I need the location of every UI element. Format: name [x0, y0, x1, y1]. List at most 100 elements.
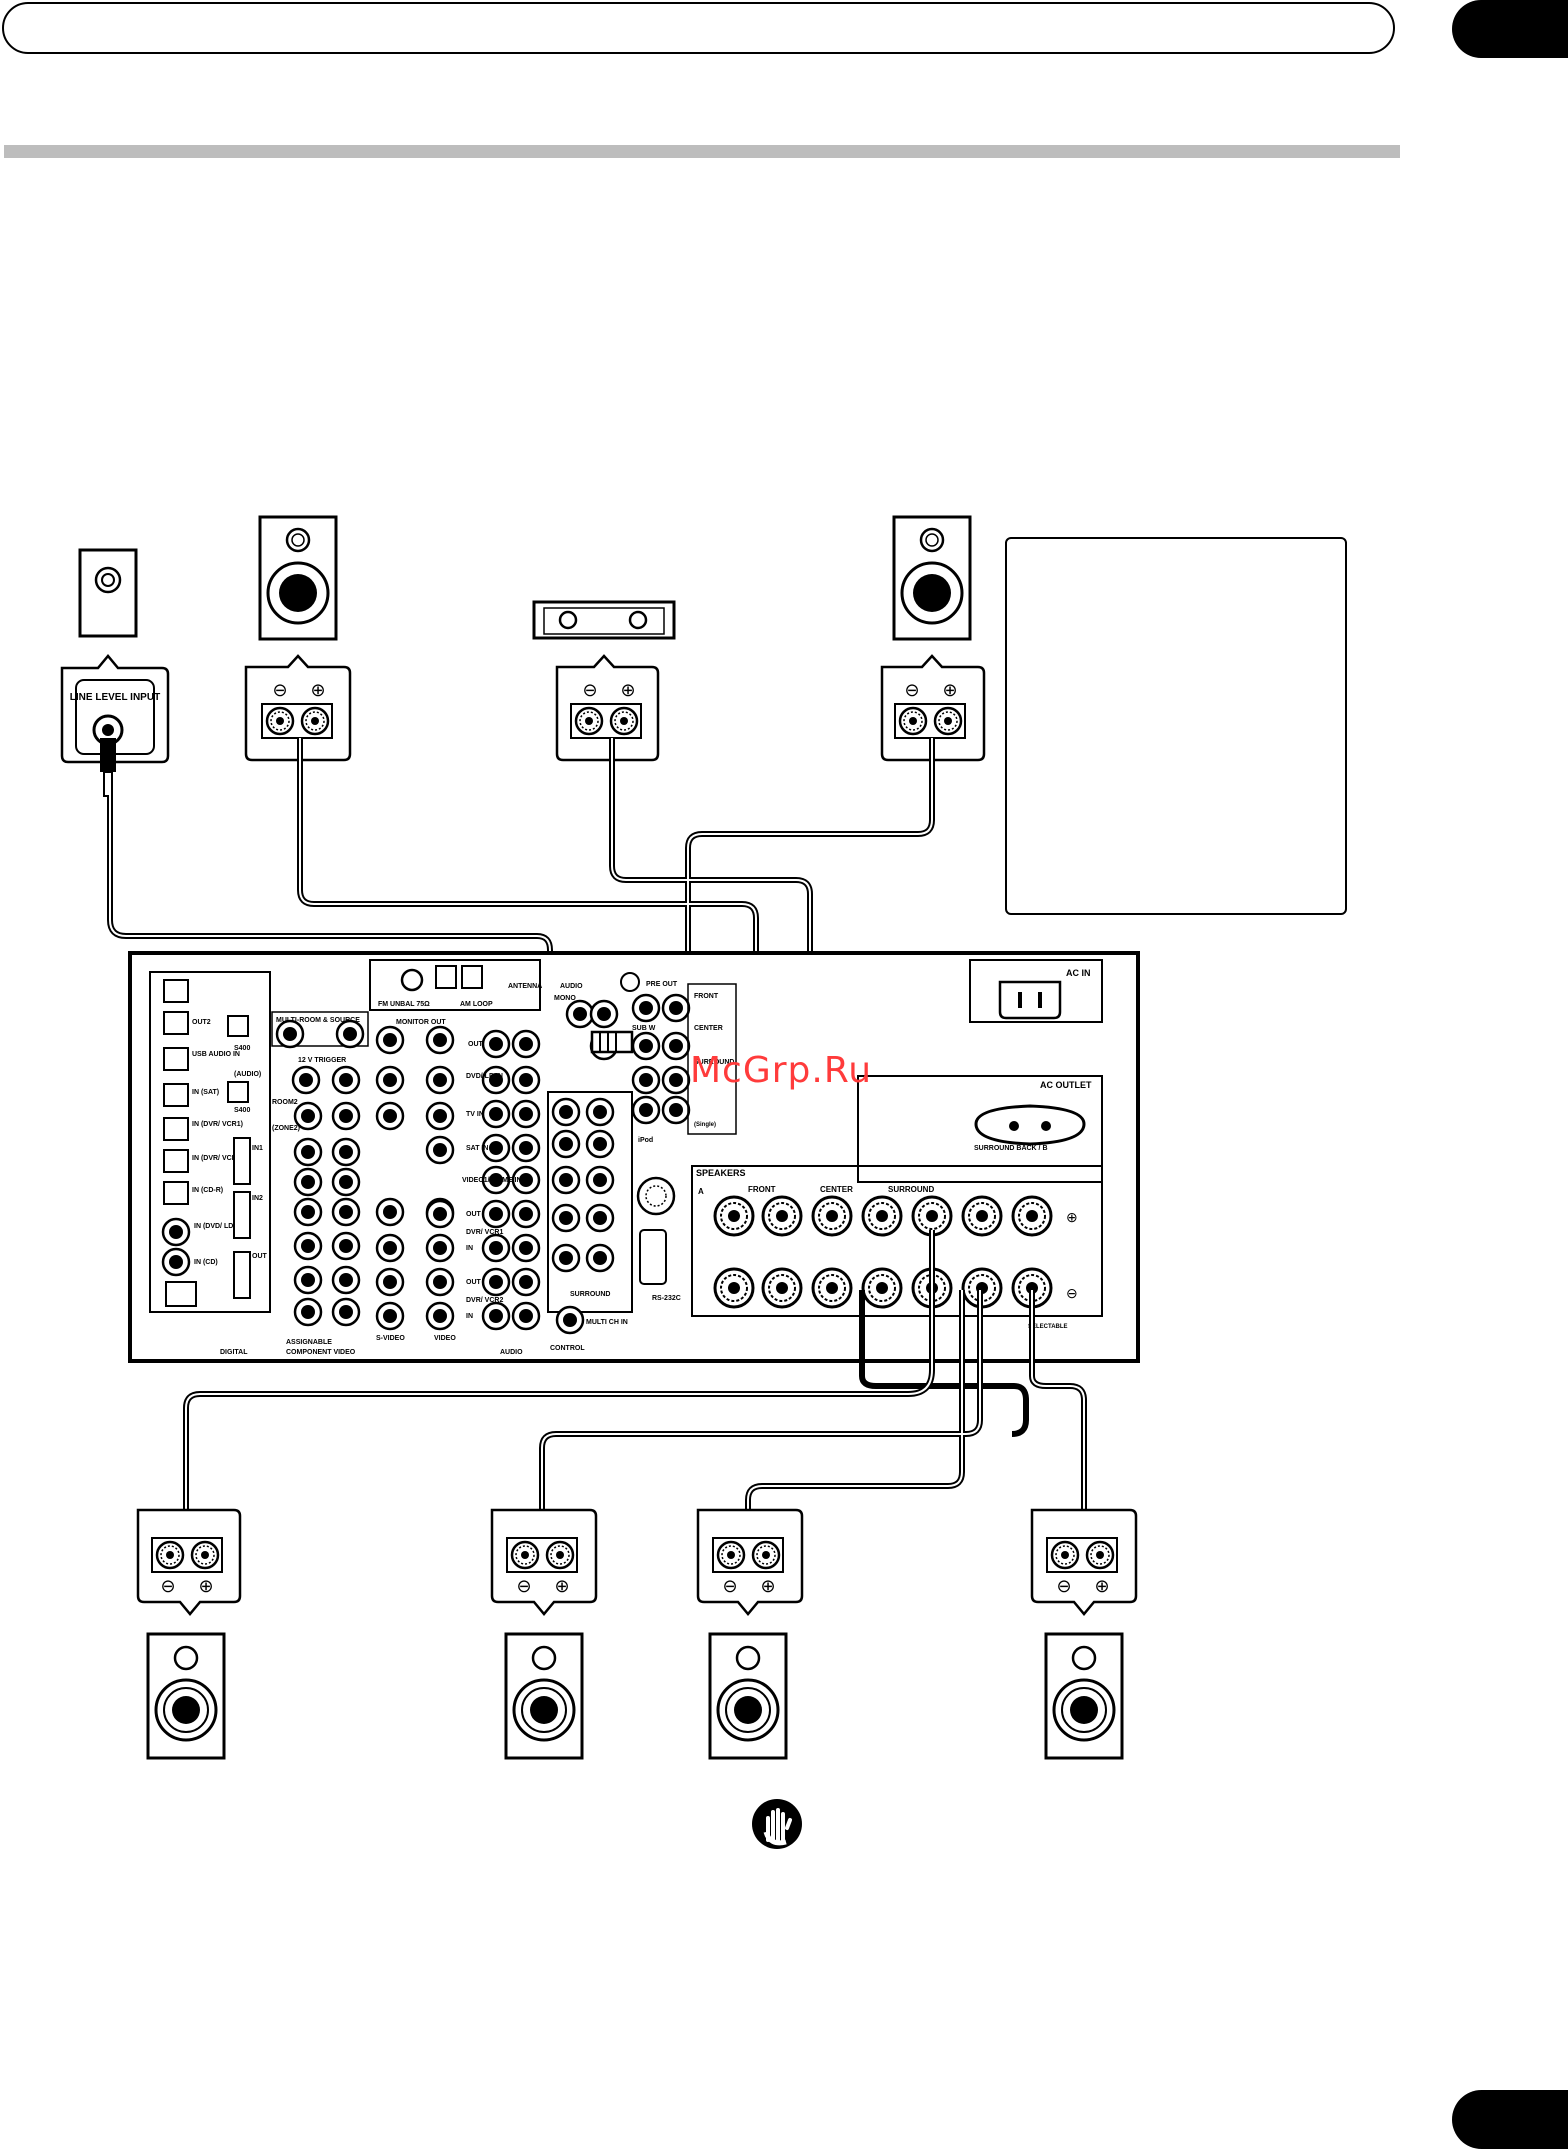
dvr-vcr1-label: DVR/ VCR1: [466, 1229, 503, 1236]
line-level-input-label: LINE LEVEL INPUT: [70, 692, 160, 703]
digital-label: DIGITAL: [220, 1349, 248, 1356]
out-label: OUT: [466, 1211, 482, 1218]
surround-small-label: SURROUND: [694, 1059, 734, 1066]
dvr-vcr2-label: DVR/ VCR2: [466, 1297, 503, 1304]
s400-label: S400: [234, 1107, 250, 1114]
section-rule: [4, 145, 1400, 158]
video-label: VIDEO: [434, 1335, 456, 1342]
pre-out-label: PRE OUT: [646, 981, 678, 988]
plus-sign: ⊕: [554, 1576, 569, 1596]
usb-audio-in-label: USB AUDIO IN: [192, 1051, 240, 1058]
ac-in-label: AC IN: [1066, 968, 1091, 978]
subwoofer: [78, 548, 138, 638]
selectable-label: SELECTABLE: [1028, 1324, 1068, 1330]
out-label: OUT: [466, 1279, 482, 1286]
room2-label: ROOM2: [272, 1099, 298, 1106]
zone2-label: (ZONE2): [272, 1125, 300, 1132]
surround-small-label: SURROUND: [570, 1291, 610, 1298]
sat-in-label: SAT IN: [466, 1145, 488, 1152]
ipod-label: iPod: [638, 1137, 653, 1144]
caution-hand-icon: [752, 1799, 802, 1849]
minus-sign: ⊖: [904, 680, 919, 700]
control-label: CONTROL: [550, 1345, 585, 1352]
antenna-label: ANTENNA: [508, 983, 542, 990]
plus-sign: ⊕: [942, 680, 957, 700]
minus-sign: ⊖: [516, 1576, 531, 1596]
page-number-tab: [1452, 2090, 1568, 2149]
single-label: (Single): [694, 1122, 716, 1128]
center-speaker: [532, 600, 676, 640]
chapter-tab: [1452, 0, 1568, 58]
minus-sign: ⊖: [160, 1576, 175, 1596]
sub-w-label: SUB W: [632, 1025, 656, 1032]
in-dvr-vcr1-label: IN (DVR/ VCR1): [192, 1121, 243, 1128]
rs232c-label: RS-232C: [652, 1295, 681, 1302]
hdmi-out-label: OUT: [252, 1253, 268, 1260]
note-box: [1005, 537, 1347, 915]
center-small-label: CENTER: [694, 1025, 723, 1032]
surround-back-label: SURROUND BACK / B: [974, 1145, 1048, 1152]
audio-paren-label: (AUDIO): [234, 1071, 261, 1078]
header-bar: [2, 2, 1395, 54]
front-right-speaker: [258, 515, 338, 641]
minus-sign: ⊖: [722, 1576, 737, 1596]
subwoofer-plug: [590, 1030, 634, 1054]
speakers-label: SPEAKERS: [696, 1168, 746, 1178]
multi-room-source-label: MULTI-ROOM & SOURCE: [276, 1017, 360, 1024]
in-cd-label: IN (CD): [194, 1259, 218, 1266]
in-label: IN: [466, 1313, 473, 1320]
monitor-out-label: MONITOR OUT: [396, 1019, 446, 1026]
in-sat-label: IN (SAT): [192, 1089, 219, 1096]
tv-in-label: TV IN: [466, 1111, 484, 1118]
surround-right-speaker-group: ⊖ ⊕: [136, 1508, 242, 1760]
surround-left-speaker-group: ⊖ ⊕: [490, 1508, 598, 1760]
audio-label: AUDIO: [560, 983, 583, 990]
s-video-label: S-VIDEO: [376, 1335, 405, 1342]
front-right-terminal-callout: ⊖ ⊕: [244, 654, 352, 762]
front-small-label: FRONT: [694, 993, 719, 1000]
plus-sign: ⊕: [1094, 1576, 1109, 1596]
surround-label: SURROUND: [888, 1185, 934, 1194]
center-terminal-callout: ⊖ ⊕: [555, 654, 660, 762]
plus-sign: ⊕: [620, 680, 635, 700]
front-left-terminal-callout: ⊖ ⊕: [880, 654, 986, 762]
front-left-speaker: [892, 515, 972, 641]
in-cd-r-label: IN (CD-R): [192, 1187, 223, 1194]
multi-ch-in-label: MULTI CH IN: [586, 1319, 628, 1326]
am-loop-label: AM LOOP: [460, 1001, 493, 1008]
twelve-v-trigger-label: 12 V TRIGGER: [298, 1057, 346, 1064]
minus-sign: ⊖: [582, 680, 597, 700]
hdmi-ports: IN1 IN2 OUT: [233, 1137, 268, 1299]
minus-sign: ⊖: [1056, 1576, 1071, 1596]
minus-sign: ⊖: [1066, 1285, 1078, 1301]
plus-sign: ⊕: [310, 680, 325, 700]
ac-outlet-label: AC OUTLET: [1040, 1080, 1092, 1090]
mono-label: MONO: [554, 995, 576, 1002]
hdmi-in1-label: IN1: [252, 1145, 263, 1152]
digital-inputs: OUT2 USB AUDIO IN IN (SAT) IN (DVR/ VCR1…: [161, 979, 243, 1307]
audio-label: AUDIO: [500, 1349, 523, 1356]
center-label: CENTER: [820, 1185, 853, 1194]
out-label: OUT: [468, 1041, 484, 1048]
in-dvr-vcr2-label: IN (DVR/ VCR2): [192, 1155, 243, 1162]
front-label: FRONT: [748, 1185, 776, 1194]
speaker-cables-bottom-inner: [185, 1230, 1085, 1540]
minus-sign: ⊖: [272, 680, 287, 700]
line-level-input-callout: LINE LEVEL INPUT: [60, 654, 170, 797]
plus-sign: ⊕: [1066, 1209, 1078, 1225]
firewire-s400: S400 (AUDIO) S400: [227, 1015, 261, 1114]
plus-sign: ⊕: [198, 1576, 213, 1596]
receiver-rear-panel: OUT2 USB AUDIO IN IN (SAT) IN (DVR/ VCR1…: [128, 951, 1140, 1363]
assignable-label: ASSIGNABLE: [286, 1339, 332, 1346]
dvd-ld-in-label: DVD/ LD IN: [466, 1073, 503, 1080]
video1-game-in-label: VIDEO1/ GAME IN: [462, 1177, 522, 1184]
component-video-label: COMPONENT VIDEO: [286, 1349, 356, 1356]
watermark: McGrp.Ru: [690, 1050, 873, 1091]
s400-label: S400: [234, 1045, 250, 1052]
hdmi-in2-label: IN2: [252, 1195, 263, 1202]
surround-back-left-speaker-group: ⊖ ⊕: [1030, 1508, 1138, 1760]
in-dvd-ld-label: IN (DVD/ LD): [194, 1223, 236, 1230]
plus-sign: ⊕: [760, 1576, 775, 1596]
out2-label: OUT2: [192, 1019, 211, 1026]
